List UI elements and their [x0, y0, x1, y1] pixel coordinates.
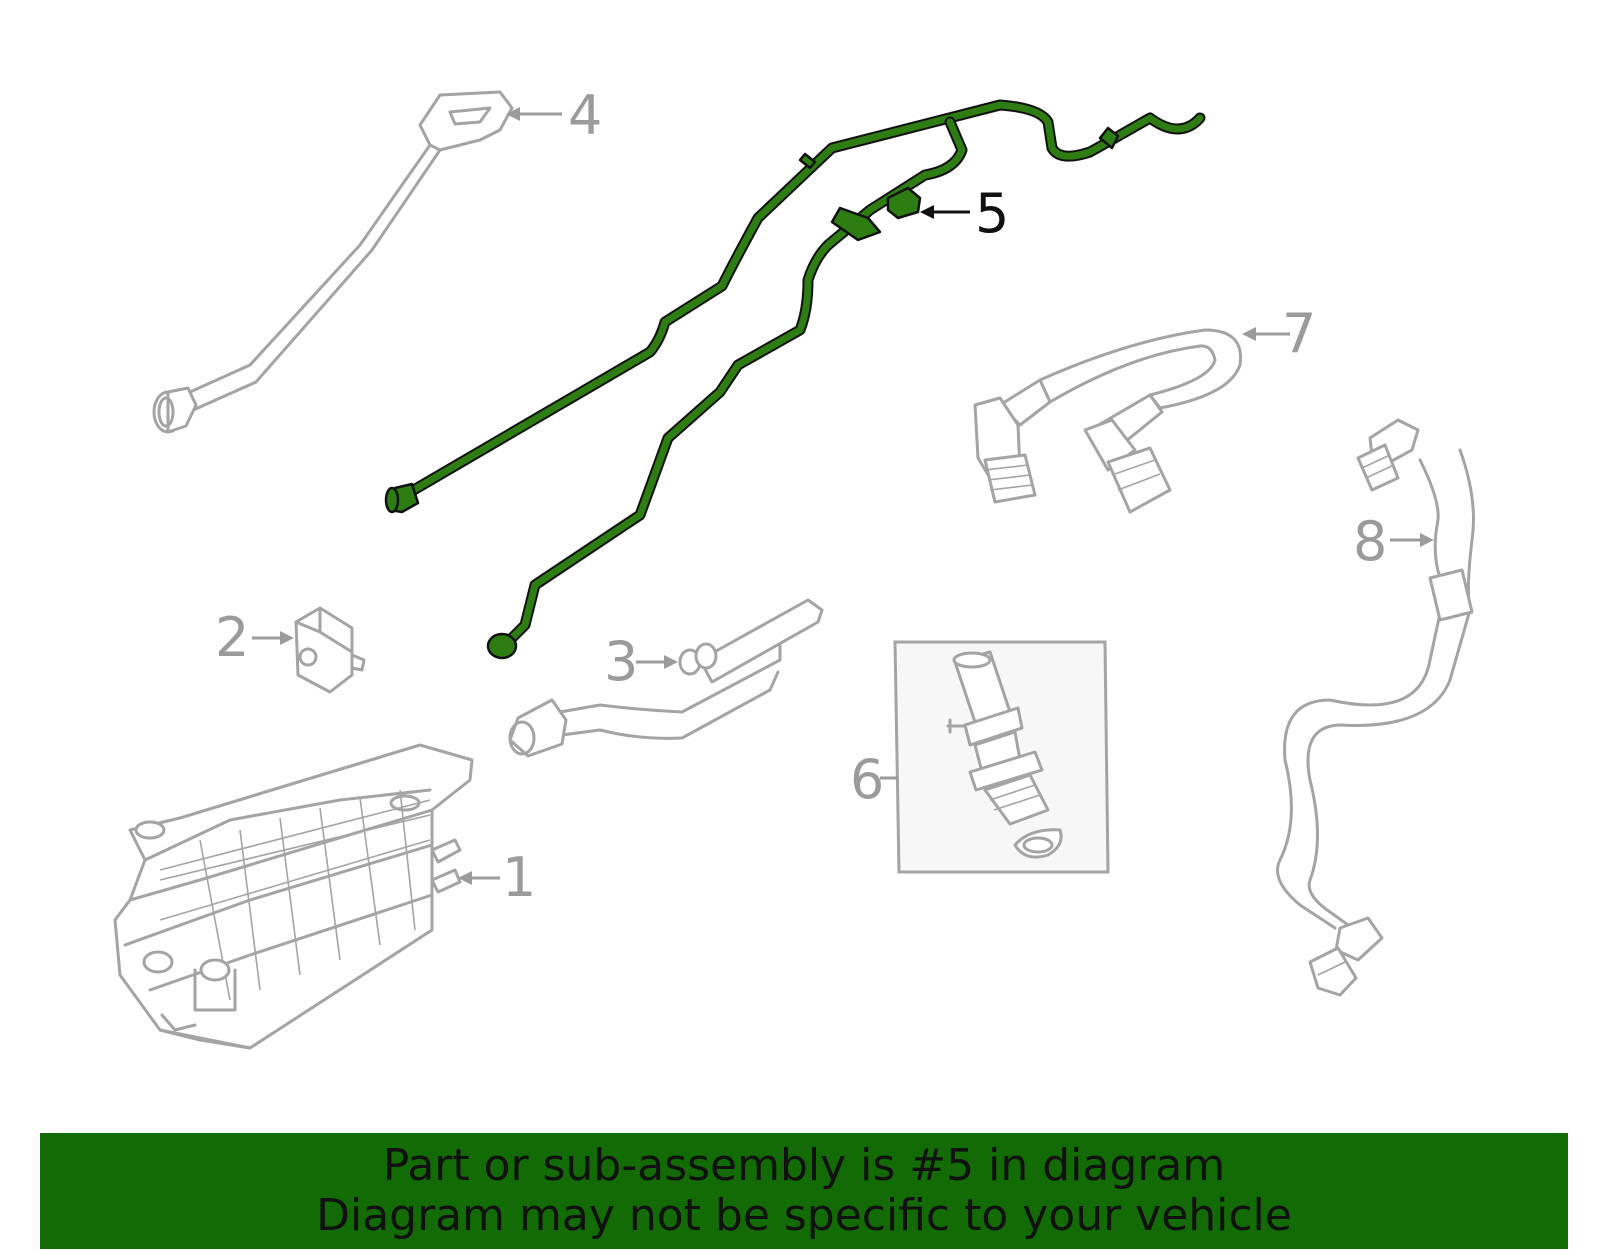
callout-5: 5 [920, 182, 1009, 245]
callout-3-label: 3 [604, 630, 638, 693]
callout-2-label: 2 [215, 606, 249, 669]
part-3-vent-tube[interactable] [508, 598, 824, 758]
callout-4-label: 4 [568, 84, 602, 147]
banner-line-1: Part or sub-assembly is #5 in diagram [382, 1140, 1226, 1191]
part-2-clip[interactable] [294, 606, 366, 694]
callout-1-label: 1 [502, 846, 536, 909]
part-1-evap-canister[interactable] [113, 743, 474, 1050]
callout-6-label: 6 [850, 748, 884, 811]
part-6-connector-box[interactable] [893, 640, 1110, 874]
info-banner: Part or sub-assembly is #5 in diagram Di… [40, 1133, 1568, 1249]
callout-4: 4 [506, 84, 602, 147]
callout-6: 6 [850, 748, 898, 811]
callout-7: 7 [1242, 302, 1316, 365]
part-7-hose[interactable] [973, 328, 1243, 514]
callout-8: 8 [1353, 510, 1434, 573]
part-5-vapor-tube-assembly[interactable] [384, 99, 1206, 660]
callout-8-label: 8 [1353, 510, 1387, 573]
callout-5-label: 5 [975, 182, 1009, 245]
part-4-filler-tube[interactable] [152, 90, 514, 434]
banner-line-2: Diagram may not be specific to your vehi… [316, 1190, 1292, 1241]
callout-2: 2 [215, 606, 294, 669]
part-8-coolant-hose[interactable] [1276, 418, 1475, 997]
callout-7-label: 7 [1282, 302, 1316, 365]
callout-3: 3 [604, 630, 678, 693]
callout-1: 1 [458, 846, 536, 909]
